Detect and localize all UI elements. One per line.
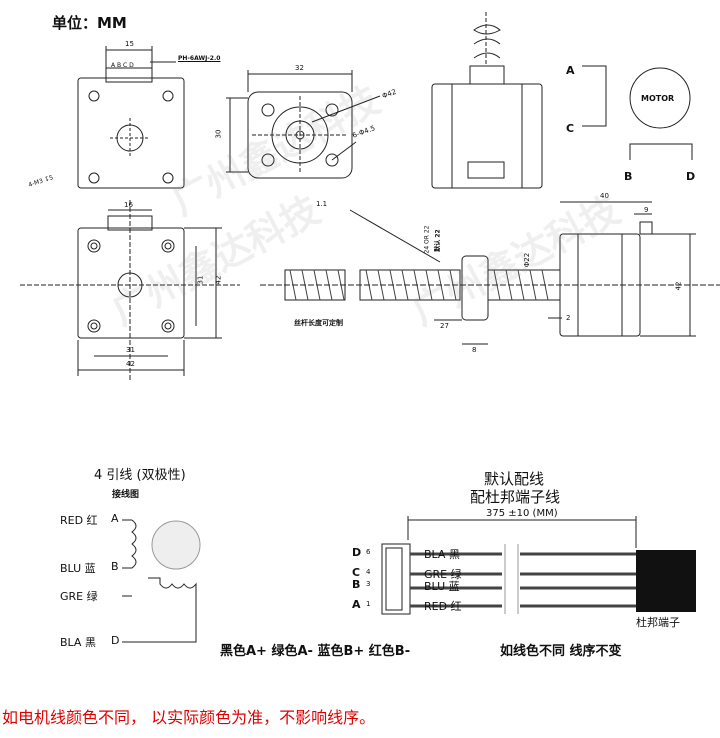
- motor-label: MOTOR: [641, 94, 675, 103]
- footer-note: 如电机线颜色不同， 以实际颜色为准，不影响线序。: [2, 708, 376, 727]
- dim-42-side: 42: [674, 281, 683, 291]
- dim-9: 9: [644, 206, 649, 214]
- dupont-terminal: [636, 550, 696, 612]
- unit-label: 单位：MM: [52, 14, 127, 32]
- dim-32: 32: [295, 64, 304, 72]
- harness-num-3: 3: [366, 580, 371, 588]
- harness-wire-red: RED 红: [424, 600, 462, 613]
- dim-15: 15: [125, 40, 134, 48]
- harness-pin-b: B: [352, 578, 361, 591]
- dim-30: 30: [214, 129, 223, 139]
- wiring-diagram: [122, 519, 201, 643]
- schematic-label-b: B: [624, 170, 633, 183]
- harness-title-1: 默认配线: [484, 470, 545, 488]
- harness-num-6: 6: [366, 548, 371, 556]
- harness-pin-d: D: [352, 546, 362, 559]
- harness-pin-c: C: [352, 566, 361, 579]
- wire-harness: [381, 516, 637, 615]
- dim-2: 2: [566, 314, 571, 322]
- dim-31-horizontal: 31: [126, 346, 135, 354]
- wire-red-label: RED 红: [60, 514, 98, 527]
- harness-wire-bla: BLA 黑: [424, 548, 460, 561]
- dim-16: 16: [124, 201, 133, 209]
- harness-title-2: 配杜邦端子线: [470, 488, 561, 506]
- pin-abcd-label: A B C D: [111, 62, 134, 69]
- harness-length: 375 ±10 (MM): [486, 508, 558, 519]
- color-legend: 黑色A+ 绿色A- 蓝色B+ 红色B-: [220, 644, 411, 659]
- wire-red-pin: A: [111, 512, 119, 525]
- wire-blu-label: BLU 蓝: [60, 562, 96, 575]
- screw-length-note: 丝杆长度可定制: [294, 319, 343, 327]
- wire-bla-label: BLA 黑: [60, 636, 96, 649]
- dim-27: 27: [440, 322, 449, 330]
- coil-schematic: [582, 65, 693, 160]
- lead-options: 24 OR 22: [423, 225, 431, 254]
- terminal-label: 杜邦端子: [636, 616, 680, 629]
- harness-num-4: 4: [366, 568, 371, 576]
- side-view-bottom: [548, 201, 696, 337]
- schematic-label-c: C: [566, 122, 575, 135]
- schematic-label-a: A: [566, 64, 575, 77]
- order-note: 如线色不同 线序不变: [500, 644, 622, 659]
- dim-8: 8: [472, 346, 477, 354]
- front-view-top: [77, 46, 185, 189]
- wire-bla-pin: D: [111, 634, 120, 647]
- harness-pin-a: A: [352, 598, 361, 611]
- dim-1-1: 1.1: [316, 200, 328, 208]
- wiring-title: 4 引线 (双极性): [94, 468, 186, 483]
- side-view-top: [431, 12, 543, 189]
- dim-40: 40: [600, 192, 609, 200]
- connector-part-label: PH-6AWJ-2.0: [178, 55, 221, 62]
- schematic-label-d: D: [686, 170, 696, 183]
- wire-gre-label: GRE 绿: [60, 590, 98, 603]
- dim-42-horizontal: 42: [126, 360, 135, 368]
- flange-view: [226, 70, 381, 179]
- harness-wire-gre: GRE 绿: [424, 568, 462, 581]
- wire-blu-pin: B: [111, 560, 119, 573]
- wiring-subtitle: 接线图: [112, 490, 140, 500]
- front-view-bottom: [20, 200, 240, 380]
- default-lead: 默认 22: [434, 229, 442, 252]
- harness-num-1: 1: [366, 600, 371, 608]
- harness-wire-blu: BLU 蓝: [424, 580, 460, 593]
